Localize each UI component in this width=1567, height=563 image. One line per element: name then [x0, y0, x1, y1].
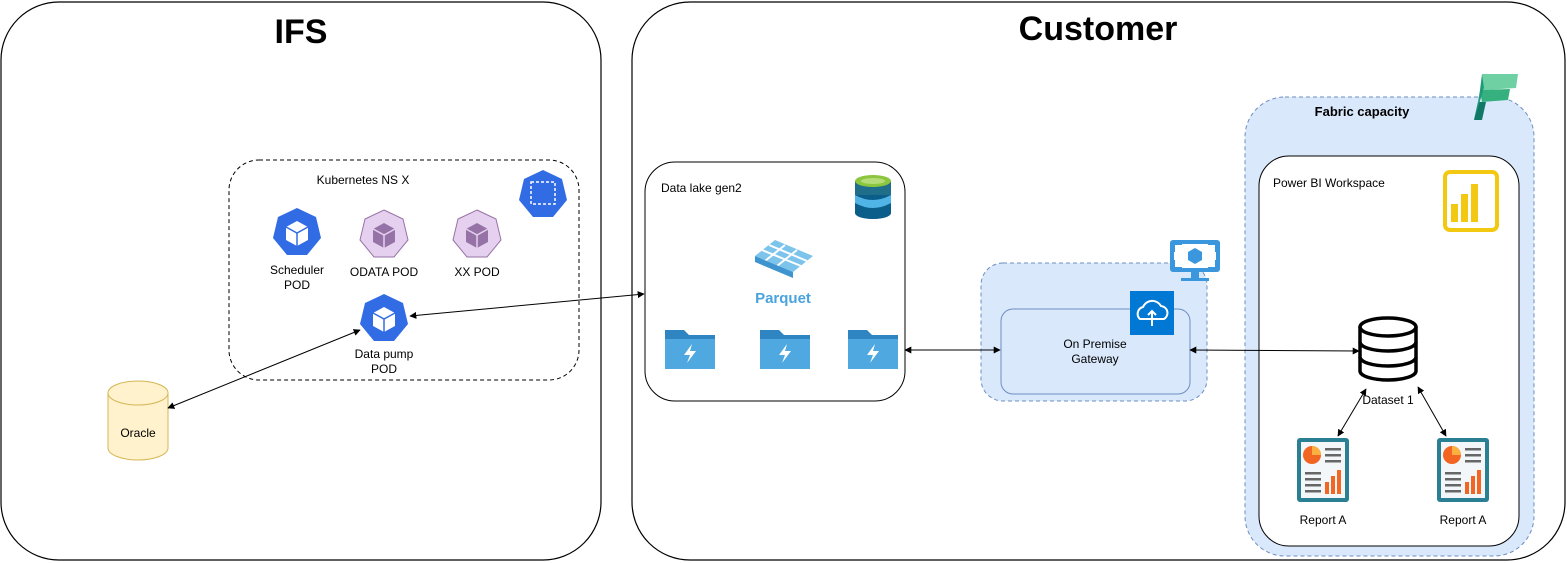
kubernetes-pod-icon [452, 209, 502, 258]
virtual-machine-icon [1170, 240, 1220, 281]
xx-pod: XX POD [452, 209, 502, 279]
data-lake-label: Data lake gen2 [661, 181, 742, 195]
data-lake-box: Data lake gen2 Parquet [644, 161, 906, 402]
report-right: Report A [1437, 438, 1489, 527]
xx-label: XX POD [454, 265, 500, 279]
odata-pod: ODATA POD [350, 209, 419, 279]
workspace-label: Power BI Workspace [1273, 176, 1385, 190]
connectors [167, 291, 1447, 437]
customer-title: Customer [1019, 10, 1178, 48]
oracle-database: Oracle [107, 380, 169, 461]
gateway-label-line1: On Premise [1063, 337, 1127, 351]
ifs-title: IFS [275, 13, 328, 51]
scheduler-pod: Scheduler POD [270, 208, 324, 292]
cloud-upload-icon [1130, 291, 1174, 335]
gateway-vm-area: On Premise Gateway [980, 240, 1220, 402]
kubernetes-namespace-icon [519, 170, 567, 217]
kubernetes-pod-icon [359, 209, 409, 258]
folder-lightning-icon [848, 330, 898, 369]
arrow-datapump-datalake [409, 291, 645, 319]
fabric-title: Fabric capacity [1315, 104, 1410, 119]
folder-lightning-icon [665, 330, 715, 369]
report-right-label: Report A [1440, 513, 1487, 527]
scheduler-label-line1: Scheduler [270, 263, 324, 277]
data-lake-storage-icon [855, 175, 891, 219]
oracle-label: Oracle [120, 426, 156, 440]
arrow-oracle-datapump [167, 329, 361, 409]
report-icon [1297, 438, 1349, 502]
kubernetes-pod-icon [273, 208, 321, 255]
dataset-label: Dataset 1 [1362, 393, 1414, 407]
parquet-icon [755, 240, 813, 278]
arrow-gateway-dataset [1189, 346, 1360, 355]
datapump-label-line1: Data pump [355, 347, 414, 361]
scheduler-label-line2: POD [284, 278, 310, 292]
namespace-label: Kubernetes NS X [317, 173, 410, 187]
parquet-label: Parquet [755, 290, 811, 307]
power-bi-icon [1443, 170, 1499, 232]
dataset: Dataset 1 [1358, 316, 1418, 407]
report-left-label: Report A [1300, 513, 1347, 527]
arrow-dataset-report-right [1417, 386, 1447, 437]
report-left: Report A [1297, 438, 1349, 527]
microsoft-fabric-icon [1474, 74, 1518, 120]
datapump-pod: Data pump POD [355, 294, 414, 376]
folder-lightning-icon [760, 330, 810, 369]
report-icon [1437, 438, 1489, 502]
database-stack-icon [1358, 316, 1418, 382]
gateway-label-line2: Gateway [1071, 352, 1118, 366]
kubernetes-namespace-box: Kubernetes NS X [228, 159, 580, 381]
datapump-label-line2: POD [371, 362, 397, 376]
arrow-dataset-report-left [1337, 388, 1367, 437]
odata-label: ODATA POD [350, 265, 419, 279]
kubernetes-pod-icon [360, 294, 408, 341]
